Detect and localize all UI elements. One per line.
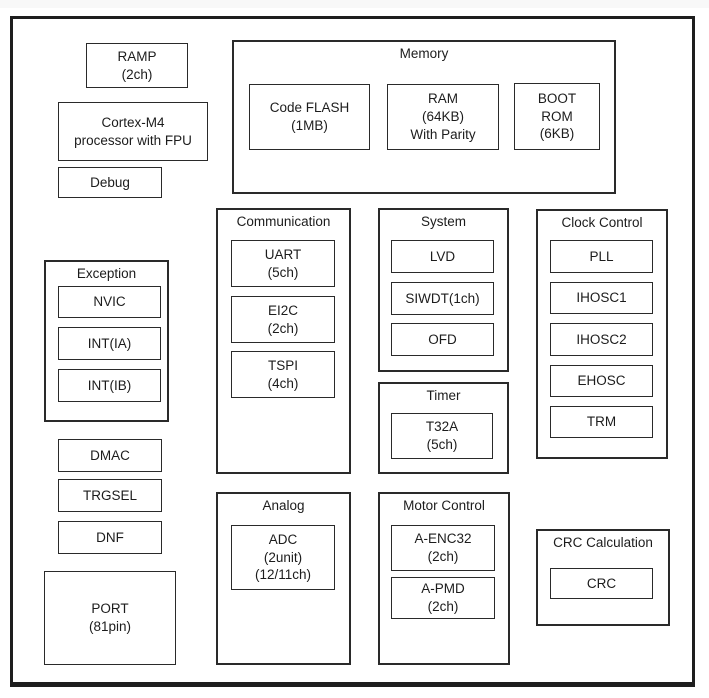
block-trm: TRM — [550, 406, 653, 438]
block-pll: PLL — [550, 240, 653, 273]
block-ram: RAM (64KB) With Parity — [387, 84, 499, 150]
block-dnf: DNF — [58, 521, 162, 554]
block-cortex-m4: Cortex-M4 processor with FPU — [58, 102, 208, 161]
chip-outline: RAMP (2ch) Cortex-M4 processor with FPU … — [10, 16, 695, 687]
group-crc-calculation: CRC Calculation CRC — [536, 529, 670, 626]
block-nvic: NVIC — [58, 286, 161, 318]
group-memory-title: Memory — [399, 46, 449, 61]
block-int-ib: INT(IB) — [58, 369, 161, 402]
group-analog-title: Analog — [262, 498, 305, 513]
block-crc: CRC — [550, 568, 653, 599]
block-ei2c: EI2C (2ch) — [231, 296, 335, 343]
page-edge-strip — [0, 0, 709, 8]
block-siwdt: SIWDT(1ch) — [391, 282, 494, 315]
block-tspi: TSPI (4ch) — [231, 351, 335, 398]
block-adc: ADC (2unit) (12/11ch) — [231, 525, 335, 590]
group-exception: Exception NVIC INT(IA) INT(IB) — [44, 260, 169, 422]
block-ihosc2: IHOSC2 — [550, 323, 653, 356]
group-system: System LVD SIWDT(1ch) OFD — [378, 208, 509, 372]
block-ihosc1: IHOSC1 — [550, 282, 653, 314]
group-analog: Analog ADC (2unit) (12/11ch) — [216, 492, 351, 665]
group-clock-control: Clock Control PLL IHOSC1 IHOSC2 EHOSC TR… — [536, 209, 668, 459]
group-motor-control: Motor Control A-ENC32 (2ch) A-PMD (2ch) — [378, 492, 510, 665]
block-ehosc: EHOSC — [550, 365, 653, 397]
block-a-pmd: A-PMD (2ch) — [391, 577, 495, 619]
group-communication-title: Communication — [236, 214, 331, 229]
group-exception-title: Exception — [76, 266, 137, 281]
block-a-enc32: A-ENC32 (2ch) — [391, 525, 495, 571]
block-code-flash: Code FLASH (1MB) — [249, 84, 370, 150]
block-trgsel: TRGSEL — [58, 479, 162, 512]
block-lvd: LVD — [391, 240, 494, 273]
block-t32a: T32A (5ch) — [391, 413, 493, 459]
group-communication: Communication UART (5ch) EI2C (2ch) TSPI… — [216, 208, 351, 474]
block-uart: UART (5ch) — [231, 240, 335, 287]
block-ramp: RAMP (2ch) — [86, 43, 188, 88]
group-memory: Memory Code FLASH (1MB) RAM (64KB) With … — [232, 40, 616, 194]
block-boot-rom: BOOT ROM (6KB) — [514, 83, 600, 150]
block-ofd: OFD — [391, 323, 494, 356]
group-timer: Timer T32A (5ch) — [378, 382, 509, 474]
group-clock-control-title: Clock Control — [561, 215, 643, 230]
block-debug: Debug — [58, 167, 162, 198]
block-dmac: DMAC — [58, 439, 162, 472]
group-timer-title: Timer — [426, 388, 461, 403]
group-crc-calculation-title: CRC Calculation — [553, 535, 653, 550]
group-motor-control-title: Motor Control — [403, 498, 485, 513]
block-int-ia: INT(IA) — [58, 327, 161, 360]
group-system-title: System — [420, 214, 466, 229]
block-port: PORT (81pin) — [44, 571, 176, 665]
